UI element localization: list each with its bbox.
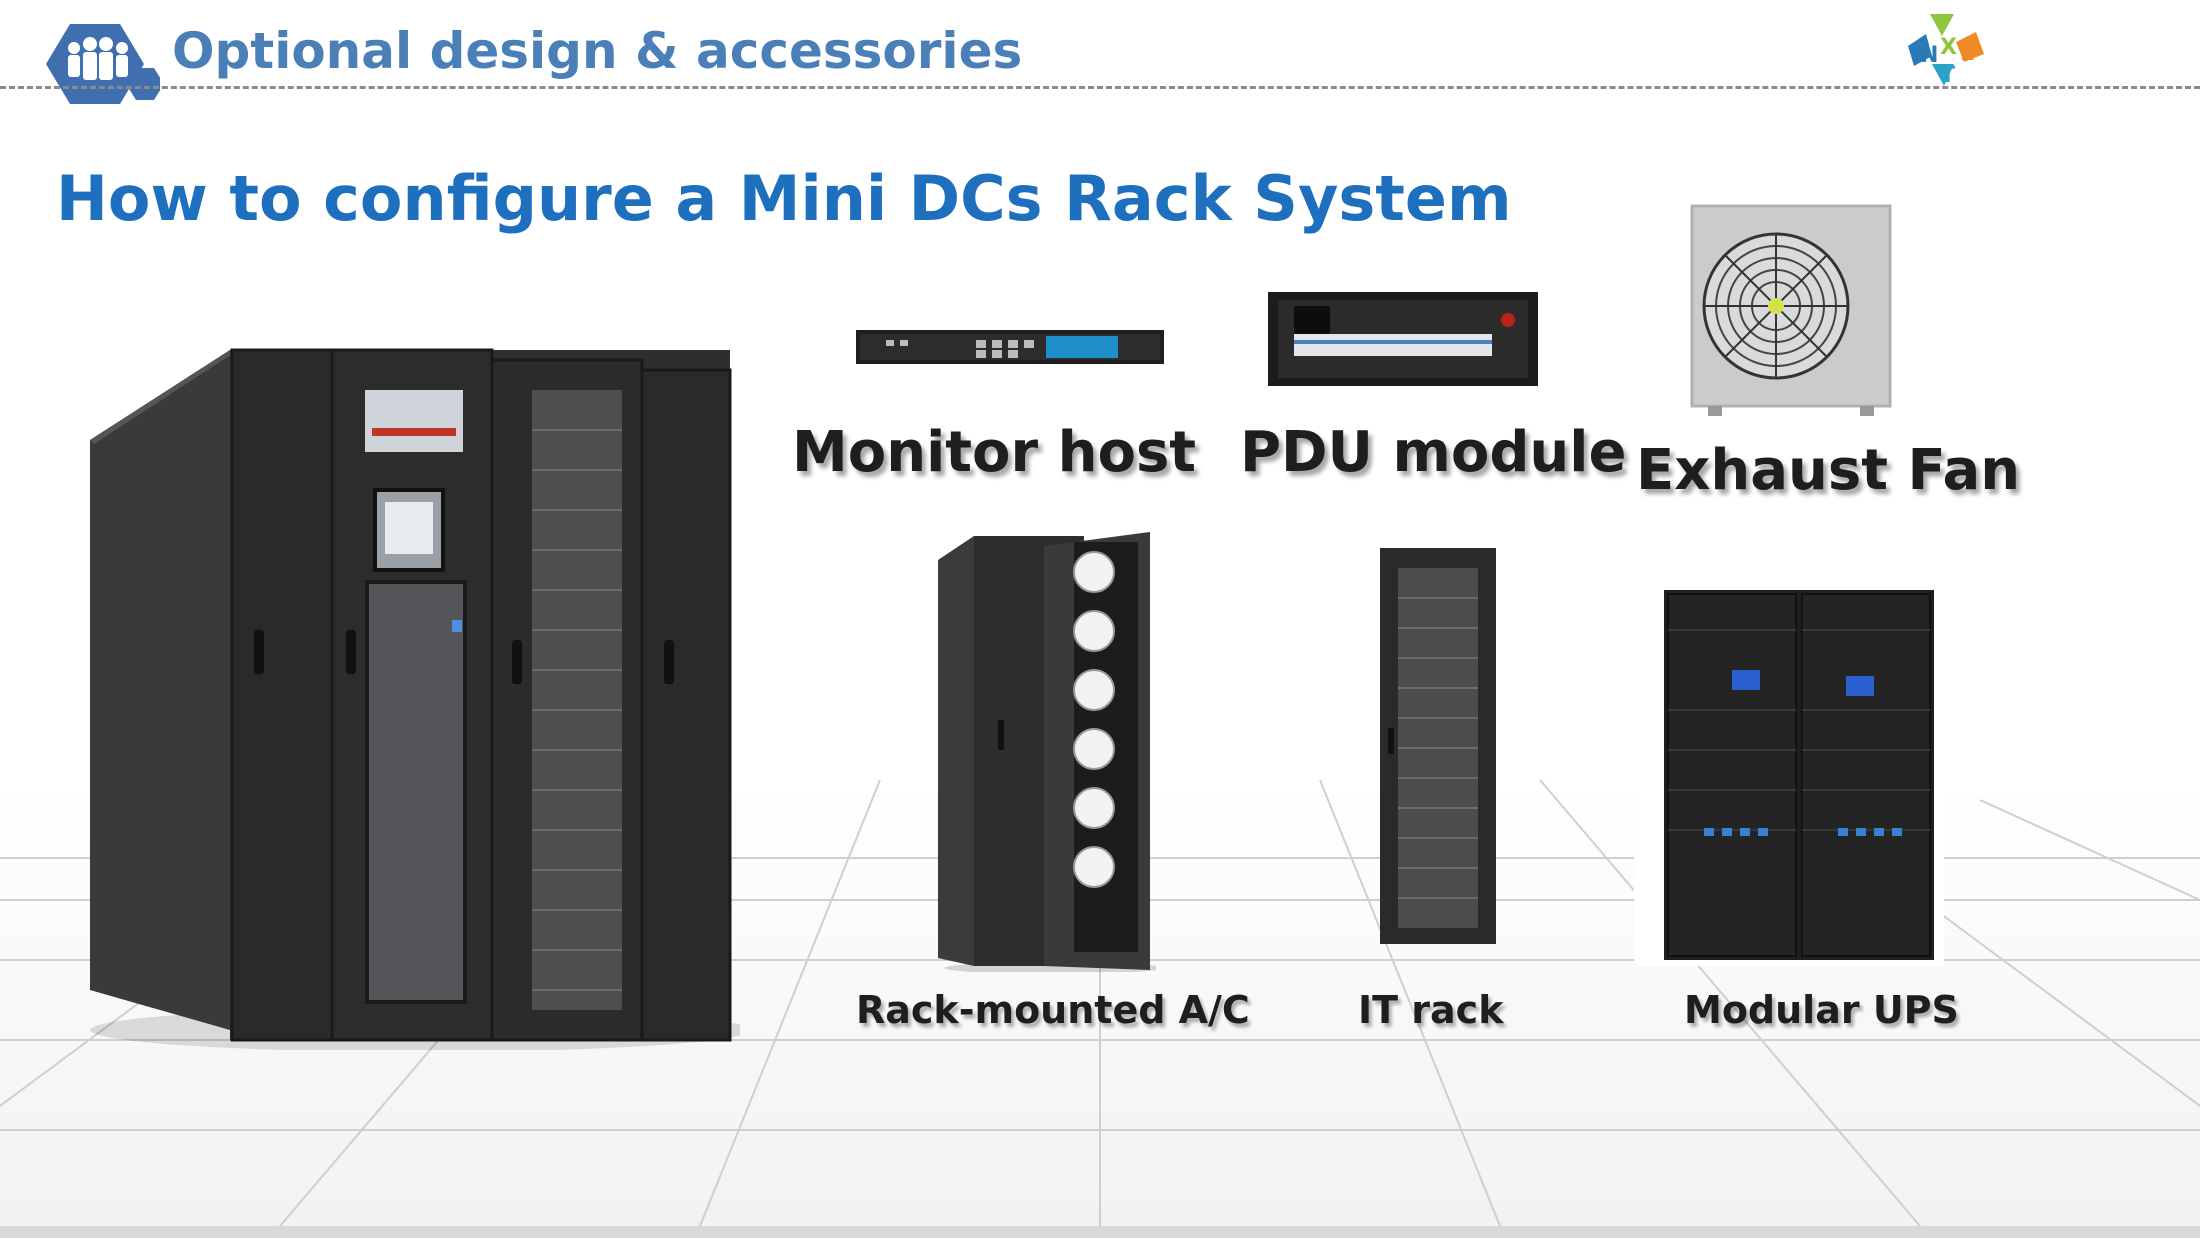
modular-ups-label: Modular UPS [1684,988,1959,1032]
mini-dc-rack-system-image [90,348,740,1050]
pdu-module-image [1268,292,1538,386]
it-rack-image [1380,548,1496,944]
header-divider [0,86,2200,89]
nxt-brand-logo: N X E T [1908,14,1984,88]
page-title: How to configure a Mini DCs Rack System [56,162,1512,235]
monitor-host-label: Monitor host [792,420,1197,485]
exhaust-fan-image [1690,204,1892,416]
svg-text:E: E [1960,41,1975,66]
header-title: Optional design & accessories [172,22,1023,80]
rack-mounted-ac-label: Rack-mounted A/C [856,988,1250,1032]
it-rack-label: IT rack [1358,988,1504,1032]
pdu-module-label: PDU module [1240,420,1627,485]
svg-text:X: X [1940,35,1957,60]
exhaust-fan-label: Exhaust Fan [1636,438,2021,503]
footer-bar [0,1226,2200,1238]
team-hexagon-icon [46,24,160,104]
modular-ups-image [1634,570,1944,966]
rack-mounted-ac-image [938,532,1156,972]
svg-text:N: N [1920,43,1938,68]
svg-text:T: T [1940,63,1955,88]
monitor-host-image [856,330,1164,364]
